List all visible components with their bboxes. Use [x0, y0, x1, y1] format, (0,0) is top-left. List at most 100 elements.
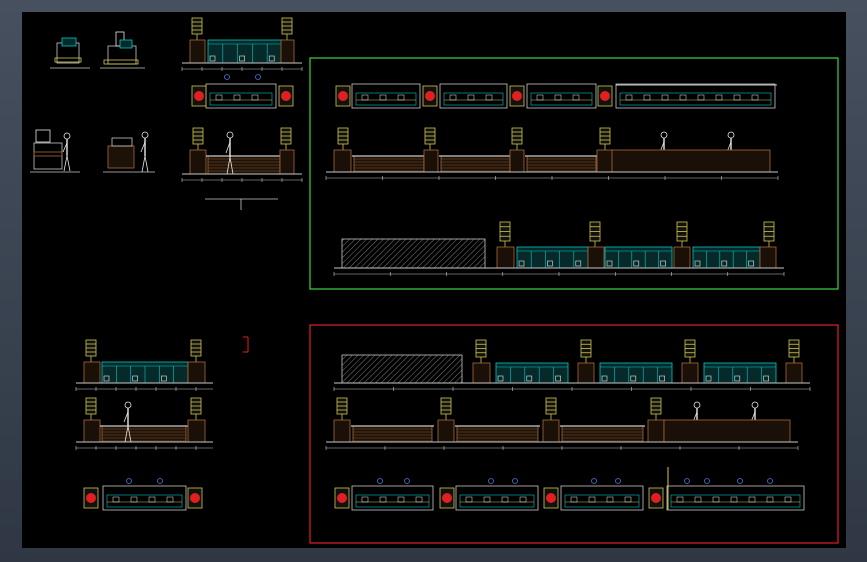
plan-counter — [209, 92, 273, 106]
appliance — [239, 55, 245, 62]
upper-frame — [309, 57, 839, 290]
appliance — [497, 375, 504, 382]
column-marker-icon — [788, 339, 800, 363]
plan-fixture — [715, 94, 723, 101]
column-marker-icon — [85, 397, 97, 420]
pier — [187, 361, 206, 384]
column-marker-icon — [190, 397, 202, 420]
pier — [663, 419, 791, 443]
plan-outline — [526, 83, 597, 109]
counter-front — [561, 425, 644, 443]
plan-fixture — [519, 496, 527, 503]
plan-counter — [670, 494, 801, 508]
appliance — [721, 260, 728, 267]
plan-fixture — [166, 496, 174, 503]
plan-fixture — [233, 94, 241, 101]
hatched-wall — [341, 354, 463, 384]
plan-fixture — [361, 496, 369, 503]
plan-fixture — [733, 94, 741, 101]
column-marker-icon — [439, 487, 455, 509]
elevation-row — [325, 397, 799, 450]
plan-counter — [355, 494, 430, 508]
human-figure-icon — [225, 131, 234, 175]
column-marker-icon — [191, 85, 207, 107]
counter-elevation — [206, 155, 282, 175]
pier — [596, 149, 614, 173]
appliance — [161, 375, 167, 382]
plan-outline — [439, 83, 508, 109]
column-marker-icon — [545, 397, 557, 420]
plan-fixture — [712, 496, 720, 503]
pier — [577, 362, 595, 384]
counter-elevation — [100, 425, 188, 443]
figure-head — [751, 401, 759, 409]
plan-fixture — [784, 496, 792, 503]
column-marker-icon — [336, 397, 348, 420]
counter-front — [101, 425, 187, 443]
plan-fixture — [572, 94, 580, 101]
elevation-row — [333, 221, 785, 276]
elevation-group-middle — [181, 17, 303, 210]
detail-box — [107, 45, 137, 65]
appliance — [705, 375, 712, 382]
plan-column-dot — [281, 91, 291, 101]
figure-leg — [226, 157, 231, 175]
cabinet-elevation — [516, 246, 589, 269]
pier — [587, 246, 605, 269]
pier — [496, 246, 515, 269]
counter-elevation — [560, 425, 645, 443]
plan-fixture — [501, 496, 509, 503]
pier — [611, 149, 771, 173]
plan-fixture — [361, 94, 369, 101]
plan-outline — [351, 485, 434, 511]
column-marker-icon — [192, 127, 204, 150]
column-marker-icon — [440, 397, 452, 420]
appliance — [555, 375, 561, 382]
detail-callout-icon — [591, 478, 597, 484]
plan-fixture — [112, 496, 120, 503]
cabinet-elevation — [692, 246, 761, 269]
plan-outline — [205, 83, 277, 109]
column-marker-icon — [511, 127, 523, 150]
detail-top — [111, 137, 133, 147]
plan-counter — [619, 92, 772, 106]
elevation-row — [333, 339, 811, 391]
figure-leg — [141, 155, 146, 173]
elevation-row — [181, 127, 303, 182]
elevation-row — [181, 17, 303, 71]
counter-front — [440, 155, 511, 173]
plan-fixture — [415, 496, 423, 503]
detail-callout-icon — [512, 478, 518, 484]
plan-row — [83, 485, 203, 511]
cabinet-elevation — [604, 246, 673, 269]
column-marker-icon — [763, 221, 775, 247]
column-marker-icon — [597, 85, 613, 107]
counter-elevation — [352, 155, 426, 173]
plan-fixture — [643, 94, 651, 101]
detail-group-top-left — [30, 31, 155, 173]
figure-leg — [127, 425, 132, 443]
appliance — [518, 260, 525, 267]
plan-outline — [102, 485, 187, 511]
plan-column-dot — [512, 91, 522, 101]
plan-counter — [355, 92, 417, 106]
drawing-canvas[interactable] — [22, 12, 846, 548]
elevation-row — [75, 397, 213, 450]
plan-outline — [666, 485, 805, 511]
plan-row — [334, 485, 805, 511]
detail-callout-icon — [704, 478, 710, 484]
cabinet-elevation — [207, 39, 283, 64]
figure-leg — [144, 155, 149, 173]
appliance — [606, 260, 613, 267]
frames — [309, 57, 839, 544]
detail-callout-icon — [767, 478, 773, 484]
plan-fixture — [251, 94, 259, 101]
column-marker-icon — [85, 339, 97, 362]
plan-fixture — [748, 496, 756, 503]
plan-column-dot — [194, 91, 204, 101]
figure-head — [660, 131, 668, 139]
pier — [189, 39, 206, 64]
hatched-wall — [341, 238, 486, 269]
drawing-sheet — [30, 17, 839, 544]
